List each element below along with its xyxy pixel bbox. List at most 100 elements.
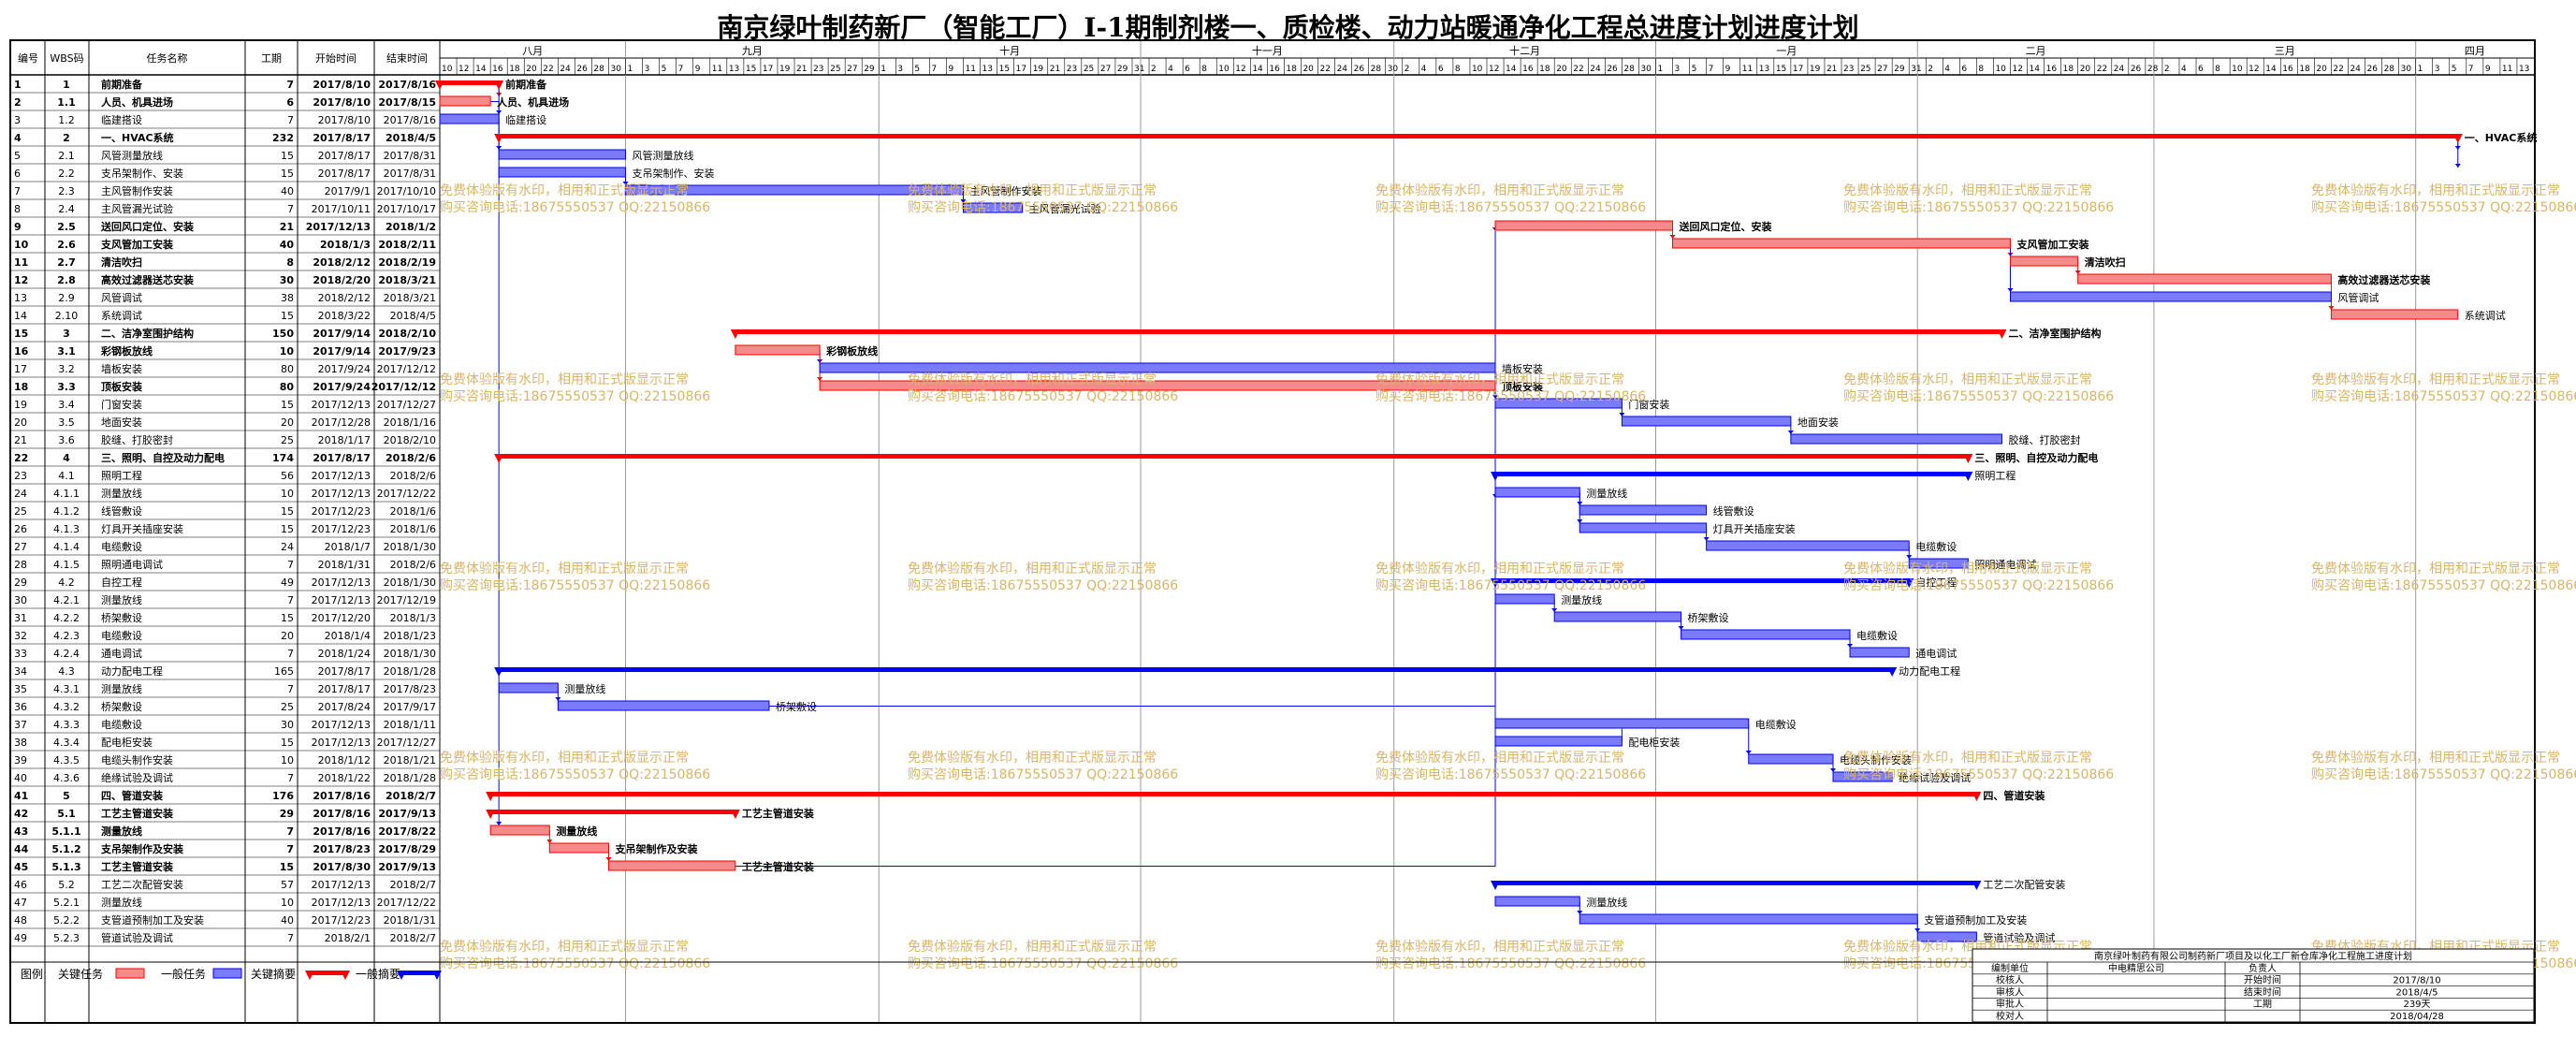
day-label: 4 (1944, 65, 1950, 74)
cell-wbs: 2.1 (58, 150, 75, 162)
dependency-arrow (546, 839, 553, 843)
day-label: 9 (2485, 65, 2491, 74)
task-bar[interactable] (1494, 593, 1555, 605)
day-label: 24 (1590, 65, 1601, 74)
task-bar[interactable] (498, 682, 559, 693)
day-label: 10 (2232, 65, 2243, 74)
task-bar[interactable] (735, 344, 821, 356)
column-header: 结束时间 (386, 52, 428, 65)
summary-bar[interactable] (735, 329, 2002, 334)
bar-label: 彩钢板放线 (825, 344, 878, 358)
summary-bar[interactable] (499, 667, 1893, 672)
cell-task-name: 工艺主管道安装 (101, 807, 173, 820)
task-bar[interactable] (439, 95, 491, 107)
cell-wbs: 4.3 (58, 665, 75, 678)
cell-start-date: 2017/12/13 (312, 879, 371, 891)
cell-end-date: 2018/3/21 (378, 274, 436, 286)
task-bar[interactable] (1579, 913, 1918, 925)
watermark-line: 购买咨询电话:18675550537 QQ:22150866 (908, 578, 1178, 593)
task-bar[interactable] (819, 380, 1496, 391)
task-bar[interactable] (1494, 718, 1750, 729)
day-label: 12 (1489, 65, 1499, 74)
task-bar[interactable] (1553, 611, 1682, 622)
task-bar[interactable] (963, 202, 1024, 213)
cell-duration: 24 (281, 541, 294, 553)
summary-end-cap (1997, 329, 2007, 339)
cell-duration: 174 (272, 452, 294, 464)
summary-bar[interactable] (499, 134, 2458, 139)
cell-task-name: 测量放线 (101, 593, 142, 606)
task-bar[interactable] (1681, 629, 1851, 640)
task-bar[interactable] (498, 149, 627, 160)
cell-wbs: 4.1.2 (53, 505, 80, 518)
cell-task-name: 动力配电工程 (101, 665, 163, 678)
task-bar[interactable] (1579, 522, 1708, 533)
cell-start-date: 2017/8/17 (313, 452, 371, 464)
summary-bar[interactable] (490, 792, 1977, 796)
day-label: 4 (1168, 65, 1173, 74)
summary-bar[interactable] (1495, 881, 1977, 885)
cell-start-date: 2017/8/16 (313, 808, 371, 820)
bar-label: 电缆头制作安装 (1840, 753, 1912, 766)
task-bar[interactable] (2077, 273, 2332, 285)
cell-task-name: 墙板安装 (101, 362, 142, 375)
bar-label: 工艺主管道安装 (742, 807, 814, 820)
cell-wbs: 1.1 (57, 96, 76, 109)
cell-id: 25 (14, 505, 27, 518)
task-bar[interactable] (1790, 433, 2002, 445)
cell-task-name: 配电柜安装 (101, 736, 153, 749)
cell-start-date: 2017/12/13 (312, 577, 371, 589)
summary-bar[interactable] (1495, 578, 1910, 583)
watermark-line: 购买咨询电话:18675550537 QQ:22150866 (908, 956, 1178, 971)
task-bar[interactable] (625, 184, 965, 196)
task-bar[interactable] (1908, 558, 1969, 569)
task-bar[interactable] (607, 860, 736, 871)
task-bar[interactable] (1916, 931, 1977, 942)
summary-bar[interactable] (490, 810, 735, 814)
task-bar[interactable] (1494, 220, 1674, 231)
task-bar[interactable] (1672, 238, 2011, 249)
cell-wbs: 4.3.1 (53, 683, 80, 695)
task-bar[interactable] (1579, 504, 1708, 516)
task-bar[interactable] (1849, 647, 1910, 658)
summary-bar[interactable] (1495, 472, 1969, 476)
cell-id: 49 (14, 932, 27, 944)
task-bar[interactable] (1706, 540, 1910, 551)
summary-bar[interactable] (440, 80, 500, 85)
cell-id: 30 (14, 594, 27, 606)
task-bar[interactable] (489, 825, 550, 836)
cell-start-date: 2018/1/22 (318, 772, 371, 784)
task-bar[interactable] (1748, 753, 1834, 765)
watermark-line: 购买咨询电话:18675550537 QQ:22150866 (908, 200, 1178, 215)
task-bar[interactable] (548, 842, 609, 854)
task-bar[interactable] (1494, 487, 1580, 498)
cell-id: 29 (14, 577, 27, 589)
summary-bar[interactable] (499, 454, 1969, 459)
info-key: 审核人 (1996, 985, 2024, 998)
task-bar[interactable] (2010, 255, 2079, 267)
task-bar[interactable] (439, 113, 500, 124)
task-bar[interactable] (2010, 291, 2332, 302)
summary-end-cap (1972, 881, 1982, 890)
cell-end-date: 2017/8/31 (384, 168, 436, 180)
task-bar[interactable] (2330, 309, 2459, 320)
dependency-arrow (1551, 608, 1558, 612)
dependency-arrow (1745, 751, 1752, 754)
bar-label: 风管调试 (2337, 291, 2379, 304)
cell-id: 27 (14, 541, 27, 553)
day-label: 18 (1539, 65, 1550, 74)
task-bar[interactable] (1621, 416, 1792, 427)
task-bar[interactable] (819, 362, 1496, 373)
task-bar[interactable] (1494, 736, 1623, 747)
day-label: 8 (1978, 65, 1984, 74)
task-bar[interactable] (1494, 896, 1580, 907)
day-label: 28 (2147, 65, 2159, 74)
cell-task-name: 桥架敷设 (101, 611, 142, 624)
task-bar[interactable] (557, 700, 770, 711)
cell-duration: 40 (281, 185, 294, 197)
task-bar[interactable] (1832, 771, 1893, 782)
cell-start-date: 2017/8/17 (318, 168, 371, 180)
month-label: 八月 (522, 45, 543, 57)
task-bar[interactable] (498, 167, 627, 178)
task-bar[interactable] (1494, 398, 1623, 409)
